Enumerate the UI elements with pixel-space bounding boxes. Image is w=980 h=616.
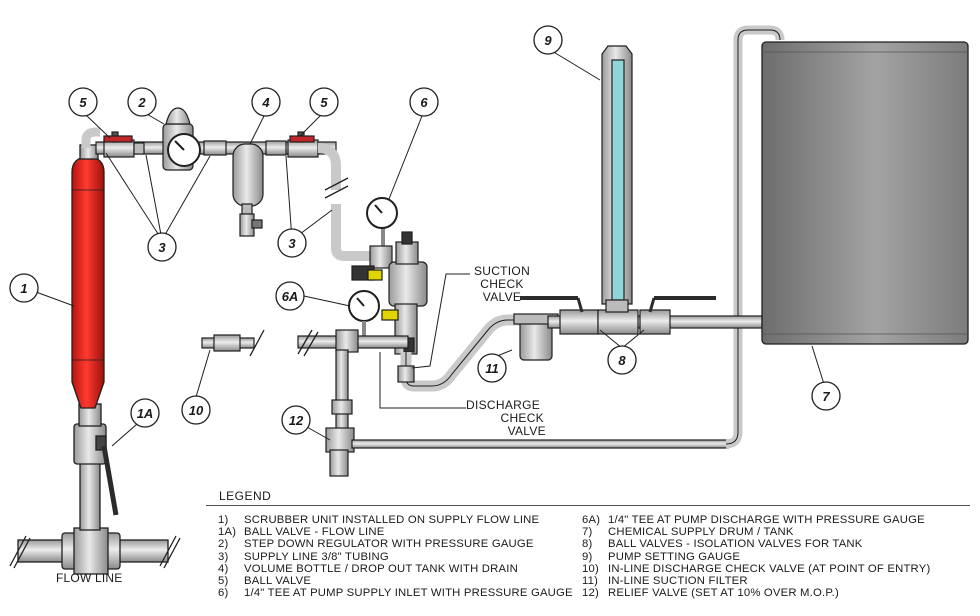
- svg-text:3: 3: [158, 240, 166, 255]
- callout-6: 6: [409, 87, 439, 117]
- supply-line: [81, 107, 372, 261]
- label-line: DISCHARGE: [466, 398, 541, 412]
- callout-10: 10: [181, 395, 211, 425]
- callout-3-left: 3: [147, 232, 177, 262]
- label-line: CHECK: [480, 277, 524, 291]
- svg-text:5: 5: [79, 95, 87, 110]
- pump-setting-gauge: [601, 45, 633, 313]
- callout-5-right: 5: [309, 87, 339, 117]
- discharge-check-valve-label: DISCHARGE CHECK VALVE: [466, 399, 552, 438]
- svg-text:8: 8: [618, 353, 626, 368]
- pump-assembly: [297, 197, 520, 431]
- callout-5-left: 5: [68, 87, 98, 117]
- callout-8: 8: [607, 345, 637, 375]
- svg-text:10: 10: [189, 403, 204, 418]
- svg-text:6A: 6A: [282, 289, 299, 304]
- leader-lines: [35, 47, 825, 447]
- suction-filter: [513, 296, 763, 361]
- flow-line-label: FLOW LINE: [56, 571, 123, 585]
- label-line: VALVE: [482, 290, 522, 304]
- callout-9: 9: [533, 25, 563, 55]
- callout-4: 4: [251, 87, 281, 117]
- flow-line-pipe: [9, 527, 181, 575]
- callout-11: 11: [477, 353, 507, 383]
- callout-3-right: 3: [277, 228, 307, 258]
- svg-text:9: 9: [544, 33, 552, 48]
- callout-1a: 1A: [130, 398, 160, 428]
- relief-line: [325, 25, 785, 477]
- chemical-tank: [761, 41, 969, 345]
- svg-text:4: 4: [261, 95, 270, 110]
- callout-1: 1: [9, 273, 39, 303]
- svg-text:7: 7: [822, 389, 830, 404]
- suction-check-valve-label: SUCTION CHECK VALVE: [466, 265, 538, 304]
- svg-text:5: 5: [320, 95, 328, 110]
- callout-12: 12: [281, 405, 311, 435]
- callout-2: 2: [127, 87, 157, 117]
- label-line: CHECK: [500, 411, 544, 425]
- label-line: VALVE: [507, 424, 546, 438]
- svg-text:3: 3: [288, 236, 296, 251]
- svg-text:12: 12: [289, 413, 304, 428]
- callout-7: 7: [811, 381, 841, 411]
- svg-text:2: 2: [137, 95, 146, 110]
- label-line: SUCTION: [473, 264, 531, 278]
- svg-text:11: 11: [485, 361, 499, 376]
- scrubber-unit: [71, 144, 119, 531]
- svg-text:1A: 1A: [137, 406, 154, 421]
- callout-6a: 6A: [275, 281, 305, 311]
- svg-text:1: 1: [20, 281, 27, 296]
- svg-text:6: 6: [420, 95, 428, 110]
- check-valve-10: [201, 329, 265, 357]
